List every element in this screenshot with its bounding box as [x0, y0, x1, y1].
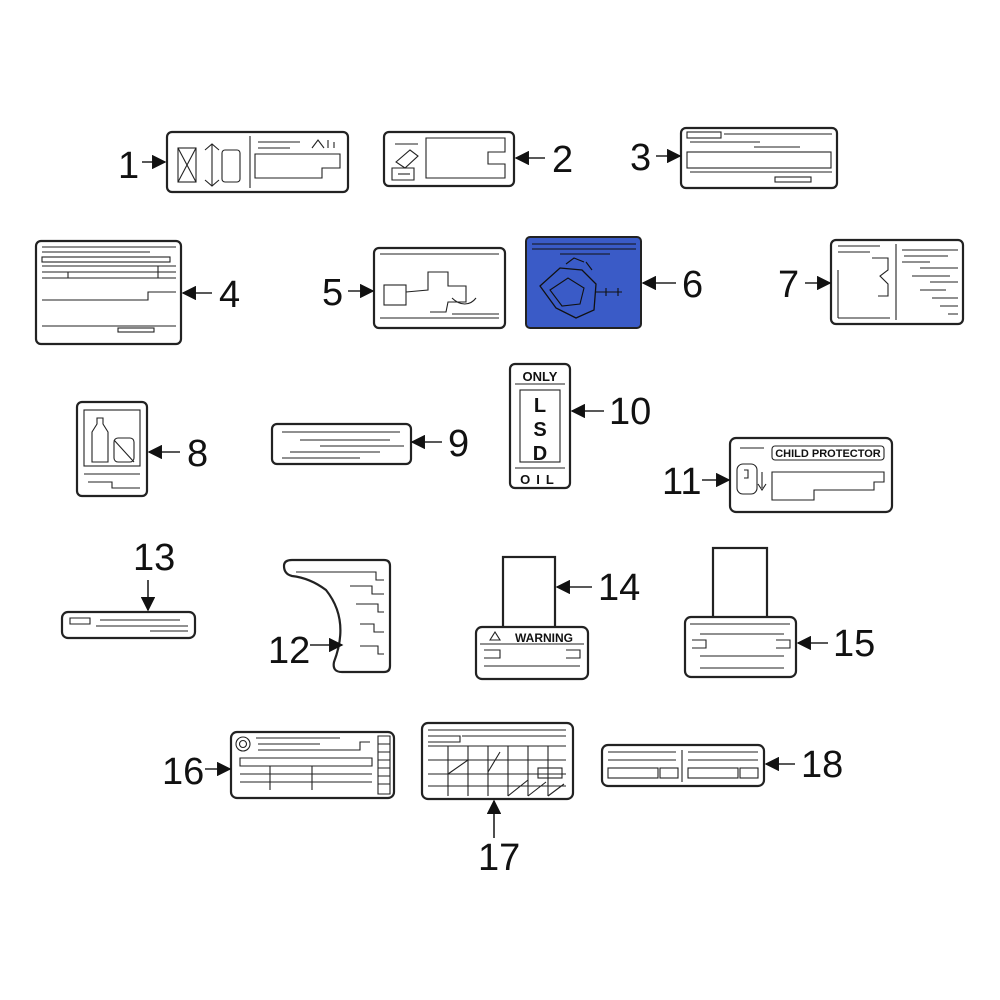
callout-17: 17 [478, 799, 520, 879]
callout-14: 14 [555, 567, 640, 609]
callout-1: 1 [118, 145, 167, 187]
callout-number: 5 [322, 272, 343, 314]
callout-number: 10 [609, 391, 651, 433]
lsd-only-text: ONLY [523, 369, 558, 384]
part-5-label[interactable] [372, 246, 507, 330]
callout-3: 3 [630, 137, 682, 179]
callout-13: 13 [133, 537, 175, 612]
part-10-lsd-label[interactable]: ONLY L S D OIL [508, 362, 572, 490]
child-protector-text: CHILD PROTECTOR [775, 448, 881, 460]
callout-11: 11 [662, 461, 731, 503]
callout-number: 18 [801, 744, 843, 786]
callout-8: 8 [147, 433, 208, 475]
lsd-letter-s: S [533, 419, 546, 441]
callout-7: 7 [778, 264, 832, 306]
callout-number: 17 [478, 837, 520, 879]
callout-15: 15 [796, 623, 875, 665]
part-7-label[interactable] [829, 238, 965, 326]
callout-18: 18 [764, 744, 843, 786]
part-6-label-highlighted[interactable] [525, 236, 642, 329]
callout-number: 2 [552, 139, 573, 181]
callout-number: 1 [118, 145, 139, 187]
part-1-label[interactable] [165, 130, 350, 194]
callout-number: 15 [833, 623, 875, 665]
callout-number: 6 [682, 264, 703, 306]
callout-6: 6 [641, 264, 703, 306]
callout-number: 11 [662, 461, 701, 503]
part-9-label[interactable] [270, 422, 413, 466]
lsd-letter-d: D [533, 443, 547, 465]
part-11-child-protector-label[interactable]: CHILD PROTECTOR [728, 436, 894, 514]
part-13-label[interactable] [60, 610, 197, 640]
callout-number: 14 [598, 567, 640, 609]
callout-10: 10 [570, 391, 651, 433]
callout-5: 5 [322, 272, 375, 314]
callout-4: 4 [181, 274, 240, 316]
part-17-label[interactable] [420, 721, 575, 801]
callout-12: 12 [268, 630, 344, 672]
callout-number: 8 [187, 433, 208, 475]
lsd-oil-text: OIL [520, 472, 560, 487]
callout-number: 3 [630, 137, 651, 179]
callout-number: 7 [778, 264, 799, 306]
callout-number: 13 [133, 537, 175, 579]
part-2-label[interactable] [382, 130, 516, 188]
part-15-label[interactable] [683, 546, 798, 679]
part-3-label[interactable] [679, 126, 839, 190]
warning-text: WARNING [515, 631, 573, 645]
part-18-label[interactable] [600, 743, 766, 788]
part-16-label[interactable] [229, 730, 396, 800]
lsd-letter-l: L [534, 395, 546, 417]
callout-number: 12 [268, 630, 310, 672]
callout-16: 16 [162, 751, 232, 793]
callout-number: 9 [448, 423, 469, 465]
part-8-label[interactable] [75, 400, 149, 498]
callout-number: 4 [219, 274, 240, 316]
callout-number: 16 [162, 751, 204, 793]
part-14-warning-label[interactable]: WARNING [474, 555, 590, 681]
part-4-label[interactable] [34, 239, 183, 346]
callout-2: 2 [514, 139, 573, 181]
callout-9: 9 [410, 423, 469, 465]
part-12-label[interactable] [282, 558, 392, 674]
